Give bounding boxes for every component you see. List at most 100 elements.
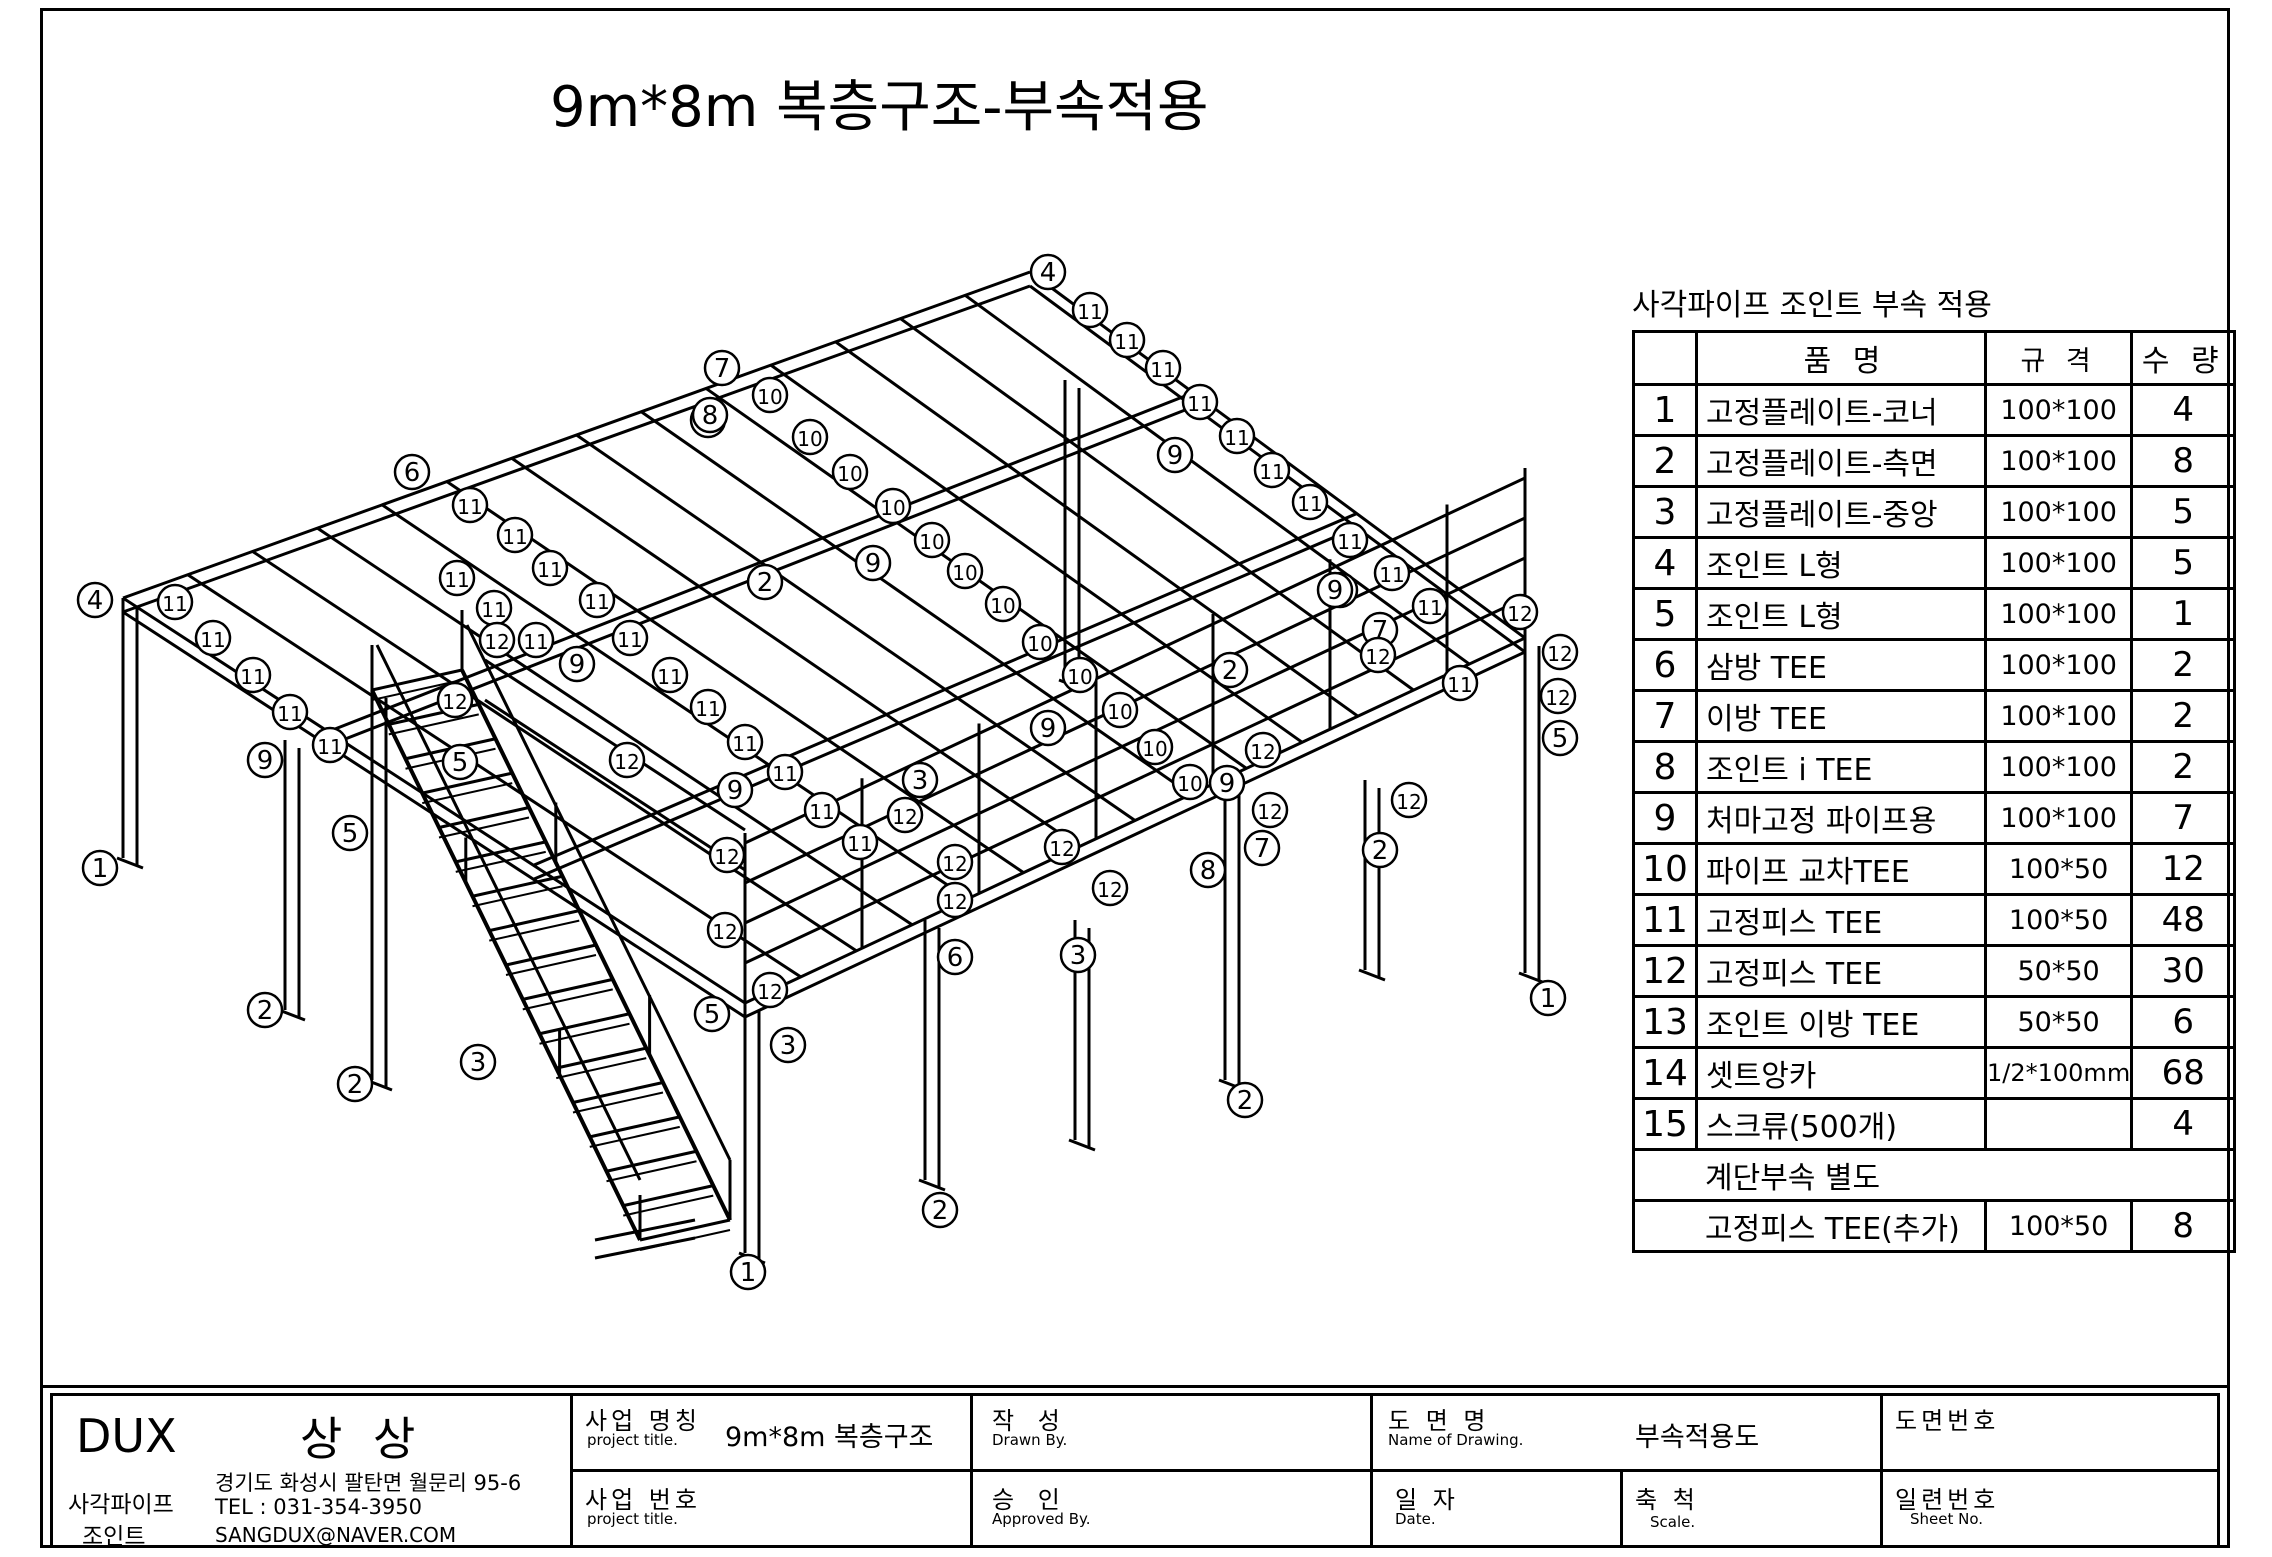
row-name: 처마고정 파이프용 — [1695, 791, 1987, 845]
row-qty: 2 — [2130, 740, 2237, 794]
callout-circle — [311, 726, 349, 764]
header-name: 품 명 — [1695, 330, 1987, 386]
base-plate — [278, 1008, 306, 1022]
callout-number: 12 — [1396, 790, 1421, 814]
row-name: 조인트 L형 — [1695, 587, 1987, 641]
stair-tread — [522, 988, 613, 1011]
drawn-by-sublabel: Drawn By. — [992, 1431, 1068, 1449]
callout-balloon-11: 11 — [517, 621, 555, 659]
row-name: 셋트앙카 — [1695, 1046, 1987, 1100]
callout-balloon-2: 2 — [921, 1191, 959, 1229]
callout-circle — [1331, 521, 1369, 559]
callout-circle — [459, 1043, 497, 1081]
callout-balloon-2: 2 — [1226, 1081, 1264, 1119]
callout-number: 2 — [257, 996, 274, 1026]
callout-circle — [921, 1191, 959, 1229]
callout-circle — [1108, 321, 1146, 359]
callout-balloon-12: 12 — [1251, 791, 1289, 829]
row-name: 고정플레이트-코너 — [1695, 383, 1987, 437]
callout-balloon-10: 10 — [1171, 763, 1209, 801]
stair-tread — [371, 668, 463, 692]
row-spec: 100*100 — [1983, 383, 2134, 437]
callout-number: 11 — [481, 598, 506, 622]
callout-balloon-4: 4 — [1029, 253, 1067, 291]
callout-number: 8 — [1200, 856, 1217, 886]
row-no: 15 — [1632, 1097, 1698, 1151]
callout-number: 11 — [1259, 460, 1284, 484]
row-spec: 100*50 — [1983, 893, 2134, 947]
row-spec: 100*100 — [1983, 689, 2134, 743]
callout-circle — [1101, 691, 1139, 729]
divider — [40, 1385, 2230, 1388]
stair-tread — [455, 840, 547, 864]
callout-circle — [1441, 664, 1479, 702]
callout-number: 11 — [732, 732, 757, 756]
callout-number: 11 — [1224, 426, 1249, 450]
callout-circle — [1541, 633, 1579, 671]
callout-number: 12 — [1097, 878, 1122, 902]
callout-balloon-3: 3 — [459, 1043, 497, 1081]
callout-circle — [803, 791, 841, 829]
row-qty: 48 — [2130, 893, 2237, 947]
title-block: DUX 상 상 사각파이프 조인트 경기도 화성시 팔탄면 월문리 95-6 T… — [40, 1385, 2230, 1557]
joist — [575, 433, 1136, 822]
callout-circle — [438, 559, 476, 597]
company-sub-2: 조인트 — [82, 1524, 146, 1550]
stair-tread — [505, 943, 597, 967]
row-qty: 4 — [2130, 383, 2237, 437]
stair-tread — [505, 954, 597, 976]
row-no: 14 — [1632, 1046, 1698, 1100]
callout-number: 9 — [1327, 576, 1344, 606]
callout-number: 11 — [317, 735, 342, 759]
callout-circle — [1059, 936, 1097, 974]
stair-tread — [589, 1115, 681, 1139]
callout-number: 11 — [200, 628, 225, 652]
callout-balloon-11: 11 — [803, 791, 841, 829]
row-spec: 100*100 — [1983, 434, 2134, 488]
callout-balloon-5: 5 — [693, 995, 731, 1033]
callout-number: 12 — [614, 750, 639, 774]
callout-circle — [234, 656, 272, 694]
scale-sublabel: Scale. — [1650, 1513, 1696, 1531]
main-girder — [532, 526, 1358, 881]
row-spec: 50*50 — [1983, 995, 2134, 1049]
callout-number: 10 — [757, 385, 782, 409]
row-name: 고정플레이트-측면 — [1695, 434, 1987, 488]
callout-balloon-9: 9 — [558, 645, 596, 683]
callout-balloon-11: 11 — [766, 753, 804, 791]
callout-circle — [1061, 656, 1099, 694]
callout-number: 3 — [780, 1031, 797, 1061]
callout-balloon-11: 11 — [611, 619, 649, 657]
callout-number: 10 — [990, 594, 1015, 618]
callout-number: 2 — [1222, 656, 1239, 686]
callout-circle — [1029, 709, 1067, 747]
callout-balloon-8: 8 — [691, 396, 729, 434]
callout-number: 12 — [892, 805, 917, 829]
parts-table-caption: 사각파이프 조인트 부속 적용 — [1632, 288, 1992, 323]
stair-tread — [639, 1218, 731, 1242]
company-address: 경기도 화성시 팔탄면 월문리 95-6 — [215, 1471, 522, 1495]
callout-balloon-7: 7 — [703, 349, 741, 387]
callout-balloon-10: 10 — [791, 418, 829, 456]
callout-circle — [76, 581, 114, 619]
callout-balloon-12: 12 — [1501, 593, 1539, 631]
row-no: 10 — [1632, 842, 1698, 896]
extra-row-name: 고정피스 TEE(추가) — [1632, 1199, 1987, 1253]
callout-balloon-7: 7 — [1243, 829, 1281, 867]
callout-balloon-6: 6 — [936, 938, 974, 976]
callout-number: 11 — [1447, 673, 1472, 697]
callout-number: 10 — [1177, 772, 1202, 796]
stair-tread — [539, 1022, 630, 1045]
callout-balloon-10: 10 — [984, 585, 1022, 623]
callout-balloon-11: 11 — [156, 583, 194, 621]
callout-circle — [1501, 593, 1539, 631]
callout-balloon-12: 12 — [886, 796, 924, 834]
